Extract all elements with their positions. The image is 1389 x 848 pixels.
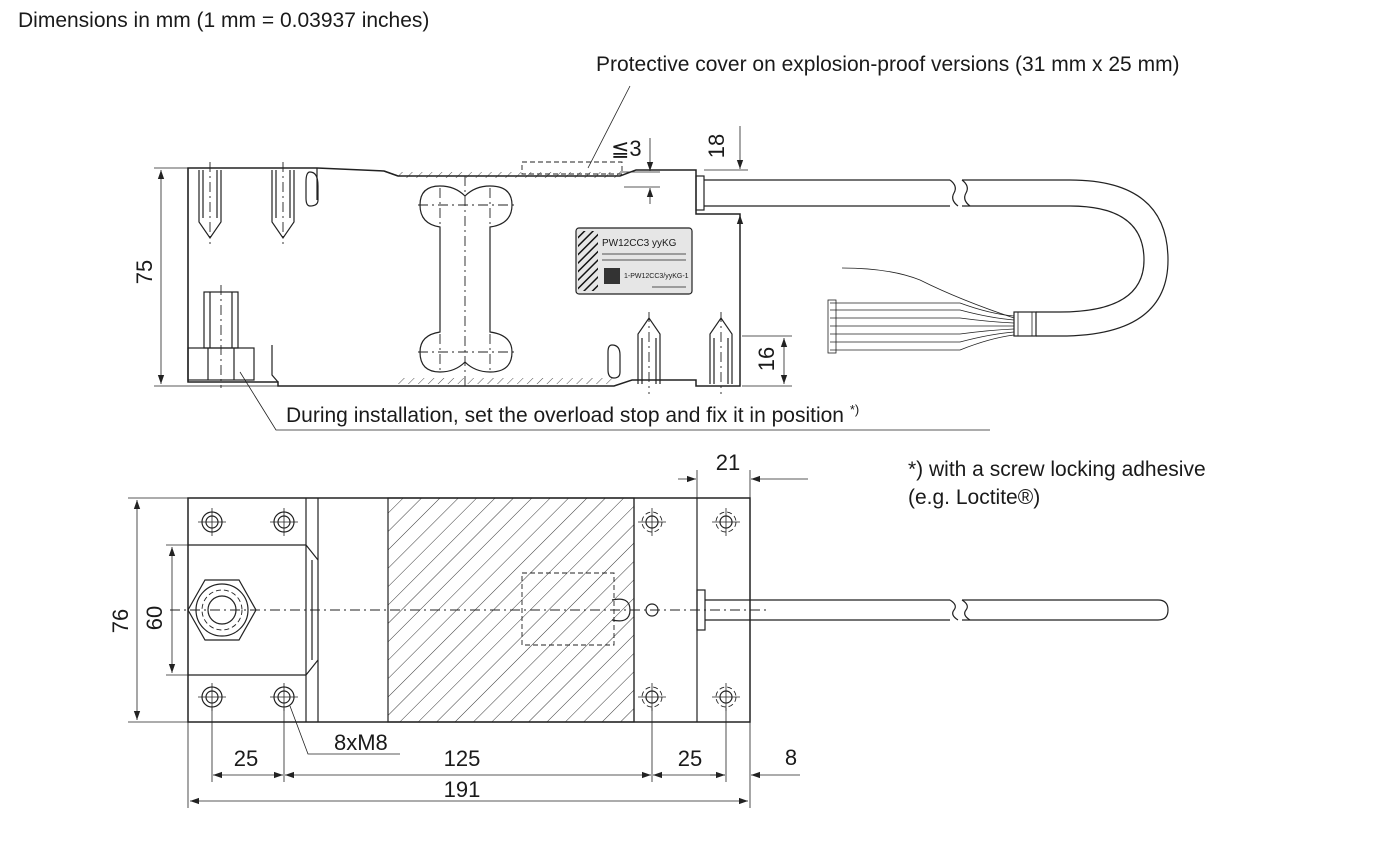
threaded-hole-left-1: [198, 162, 222, 244]
length-value: 191: [444, 777, 481, 802]
left-mount-block: [187, 168, 318, 382]
mounting-hole-tr: [638, 508, 666, 536]
hbm-logo-stripes: [578, 231, 598, 291]
hole-spacing-width-value: 60: [142, 606, 167, 630]
protective-cover-note: Protective cover on explosion-proof vers…: [596, 53, 1180, 76]
mounting-hole-br2: [712, 683, 740, 711]
product-label-plate: PW12CC3 yyKG 1-PW12CC3/yyKG-1: [575, 227, 693, 295]
overload-stop-screw: [187, 285, 255, 388]
mounting-hole-tl: [198, 508, 226, 536]
mounting-hole-bl: [198, 683, 226, 711]
side-view-dimensions: 75 ≦3 18 16: [132, 85, 990, 431]
width-value: 76: [108, 609, 133, 633]
hole-spacing-left-value: 25: [234, 746, 258, 771]
height-value: 75: [132, 260, 157, 284]
footnote-line-1: *) with a screw locking adhesive: [908, 458, 1206, 481]
max-gap-value: ≦3: [611, 136, 642, 161]
overload-stop-leader: [239, 371, 990, 431]
overload-footnote-marker: *): [849, 402, 860, 417]
protective-cover-outline: [521, 161, 623, 175]
top-cable-end: [962, 599, 1169, 621]
hole-spacing-middle-value: 125: [444, 746, 481, 771]
left-slot: [305, 171, 319, 207]
units-note: Dimensions in mm (1 mm = 0.03937 inches): [18, 9, 430, 32]
overload-stop-note: During installation, set the overload st…: [286, 403, 859, 426]
footnote-line-2: (e.g. Loctite®): [908, 486, 1041, 509]
stop-height-value: 16: [754, 347, 779, 371]
top-view-dimensions: 76 60 21 25 125 25 8 191: [108, 450, 808, 808]
top-strain-zone-hatch: [398, 172, 620, 178]
cable-break: [949, 179, 971, 207]
label-model: PW12CC3 yyKG: [602, 238, 677, 249]
top-view: [170, 497, 1169, 723]
threads-value: 8xM8: [334, 730, 388, 755]
cable: [704, 179, 950, 207]
label-order-code: 1-PW12CC3/yyKG-1: [624, 273, 689, 280]
cable-offset-value: 18: [704, 134, 729, 158]
top-view-holes: [198, 508, 740, 711]
bottom-strain-zone-hatch: [398, 378, 614, 384]
cable-sleeve: [1013, 311, 1037, 337]
edge-offset-top-value: 21: [716, 450, 740, 475]
qr-code-icon: [604, 268, 620, 284]
cable-bend: [962, 179, 1169, 337]
mounting-hole-br: [638, 683, 666, 711]
edge-offset-bottom-value: 8: [785, 745, 797, 770]
threaded-hole-left-2: [271, 162, 295, 244]
overload-stop-text: During installation, set the overload st…: [286, 404, 844, 427]
top-bevel: [383, 170, 399, 177]
mounting-hole-tl2: [270, 508, 298, 536]
threaded-hole-right-2: [709, 312, 733, 394]
dog-bone-cutout: [419, 185, 513, 373]
top-cable-break: [949, 599, 971, 621]
mounting-hole-bl2: [270, 683, 298, 711]
threaded-hole-right-1: [637, 312, 661, 394]
protective-cover-dashed: [521, 572, 615, 646]
threads-leader: [289, 705, 400, 755]
protective-cover-leader: [587, 85, 631, 169]
cable-gland: [695, 175, 705, 211]
top-cable: [705, 599, 950, 621]
right-slot: [607, 344, 621, 379]
mounting-hole-tr2: [712, 508, 740, 536]
cable-wires: [827, 267, 1015, 354]
side-view: PW12CC3 yyKG 1-PW12CC3/yyKG-1: [187, 161, 1169, 394]
left-lower-slot: [271, 345, 279, 383]
hole-spacing-right-value: 25: [678, 746, 702, 771]
